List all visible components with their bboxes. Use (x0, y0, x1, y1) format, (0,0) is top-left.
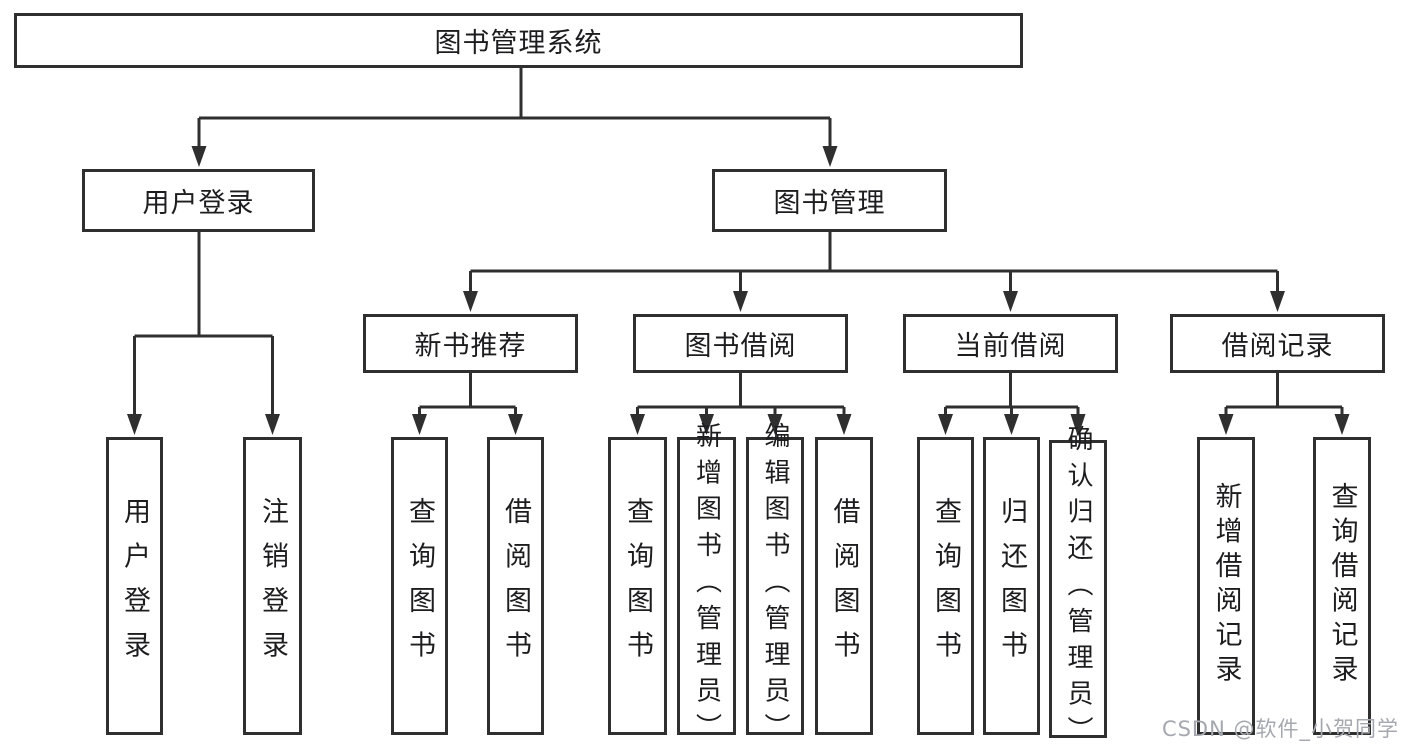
node-label: 归还图书 (996, 496, 1027, 676)
node-label: 查询图书 (930, 496, 961, 676)
node-label: 新增图书（管理员） (691, 422, 722, 747)
node-label: 注销登录 (257, 496, 288, 676)
node-current-borrow: 当前借阅 (903, 314, 1118, 373)
node-label: 查询借阅记录 (1326, 482, 1358, 690)
node-library-system: 图书管理系统 (14, 13, 1023, 68)
leaf-borrow-query-books: 查询图书 (608, 437, 667, 735)
watermark: CSDN @软件_小贺同学 (1161, 717, 1399, 741)
node-label: 新增借阅记录 (1210, 482, 1242, 690)
leaf-logout: 注销登录 (243, 437, 302, 735)
node-label: 查询图书 (622, 496, 653, 676)
node-label: 用户登录 (142, 188, 255, 219)
leaf-newbook-query-books: 查询图书 (391, 437, 448, 735)
node-book-management: 图书管理 (712, 169, 947, 232)
node-label: 借阅图书 (500, 496, 531, 676)
node-label: 当前借阅 (954, 331, 1067, 362)
node-book-borrow: 图书借阅 (633, 314, 848, 373)
node-user-login: 用户登录 (82, 169, 315, 232)
node-label: 确认归还（管理员） (1063, 425, 1093, 747)
leaf-current-return-books: 归还图书 (983, 437, 1040, 735)
leaf-user-login: 用户登录 (106, 437, 163, 735)
node-label: 用户登录 (119, 496, 150, 676)
node-label: 图书借阅 (684, 331, 797, 362)
leaf-borrow-edit-books-admin: 编辑图书（管理员） (746, 422, 804, 747)
node-label: 新书推荐 (414, 331, 527, 362)
node-label: 借阅记录 (1221, 331, 1334, 362)
leaf-records-query-record: 查询借阅记录 (1313, 437, 1371, 735)
node-label: 编辑图书（管理员） (760, 422, 790, 747)
leaf-records-add-record: 新增借阅记录 (1197, 437, 1255, 735)
leaf-borrow-borrow-books: 借阅图书 (815, 437, 873, 735)
node-label: 图书管理 (773, 188, 886, 219)
arrowheads (127, 146, 1350, 437)
connector-path (133, 68, 1344, 418)
node-borrow-records: 借阅记录 (1170, 314, 1385, 373)
node-new-book-recommend: 新书推荐 (363, 314, 578, 373)
leaf-current-query-books: 查询图书 (917, 437, 974, 735)
leaf-newbook-borrow-books: 借阅图书 (487, 437, 544, 735)
leaf-borrow-add-books-admin: 新增图书（管理员） (677, 422, 736, 747)
leaf-current-confirm-return-admin: 确认归还（管理员） (1049, 425, 1107, 747)
node-label: 查询图书 (404, 496, 435, 676)
node-label: 借阅图书 (828, 496, 860, 676)
node-label: 图书管理系统 (434, 28, 603, 59)
